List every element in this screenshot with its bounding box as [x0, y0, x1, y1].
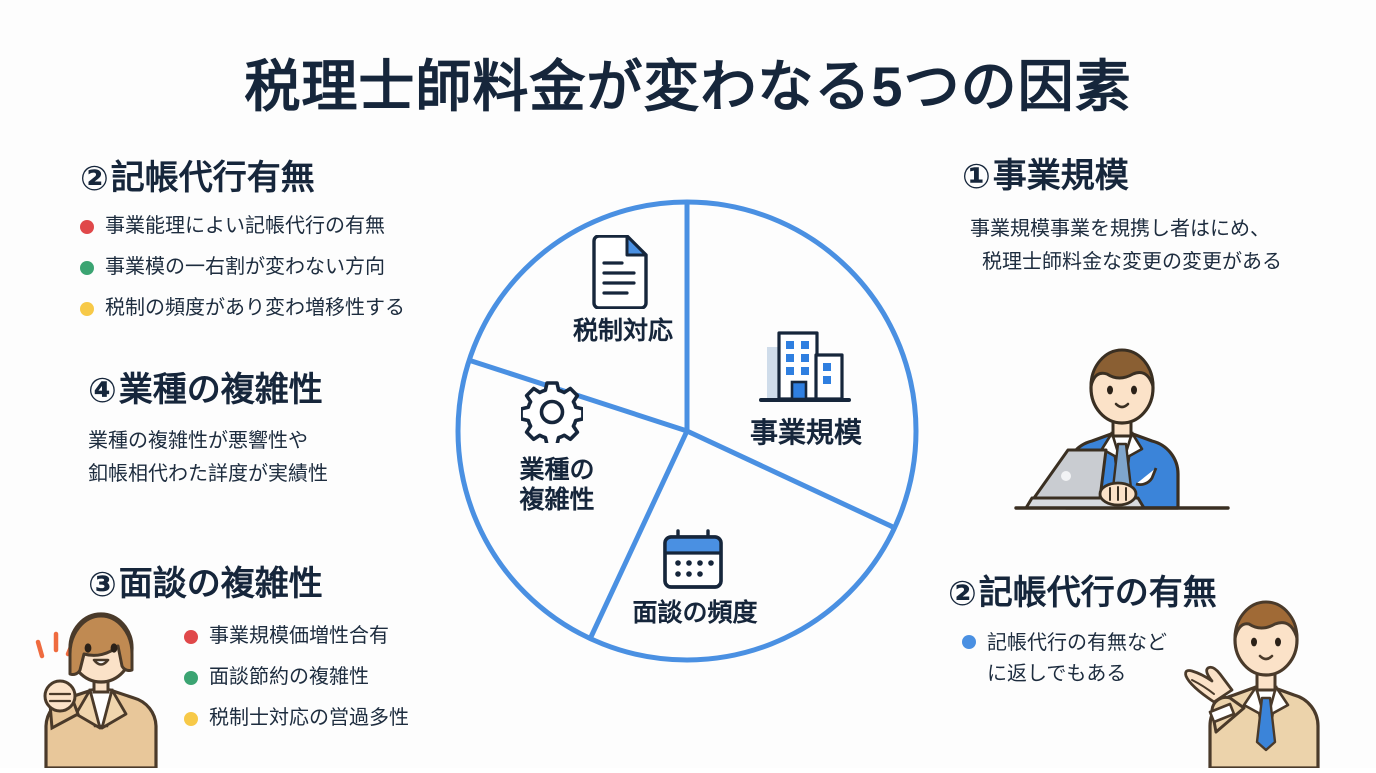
section-business-scale-right: ① 事業規模 事業規模事業を規携し者はにめ、 税理士師料金な変更の変更がある: [962, 157, 1282, 279]
list-item-label: 事業規模価増性合有: [209, 625, 389, 648]
pie-label-line: 業種の: [519, 456, 595, 484]
section-number: ②: [948, 574, 977, 613]
bullet-dot-yellow: [80, 301, 94, 316]
bullet-list: 記帳代行の有無など に返しでもある: [962, 628, 1217, 690]
section-meeting-complexity-left: ③ 面談の複雑性 事業規模価増性合有 面談節約の複雑性 税制士対応の営過多性: [88, 565, 409, 750]
pie-diagram: 税制対応 事業規模 業種の 複雑性: [455, 199, 919, 663]
bullet-dot-yellow: [184, 711, 198, 726]
section-heading-text: 事業規模: [992, 157, 1129, 195]
section-bookkeeping-right: ② 記帳代行の有無 記帳代行の有無など に返しでもある: [948, 574, 1217, 706]
section-heading: ② 記帳代行の有無: [948, 574, 1217, 613]
section-paragraph: 業種の複雑性が悪響性や 釦帳相代わた詳度が実績性: [88, 425, 328, 491]
bullet-dot-blue: [962, 635, 976, 650]
paragraph-line: 税理士師料金な変更の変更がある: [982, 251, 1282, 274]
section-number: ①: [962, 157, 991, 196]
list-item-label: 税制士対応の営過多性: [209, 707, 409, 730]
section-heading-text: 記帳代行の有無: [978, 574, 1217, 612]
list-item: 税制の頻度があり変わ増移性する: [80, 293, 405, 324]
pie-divider-lower-right: [685, 428, 896, 531]
pie-diagram-svg: [455, 199, 919, 663]
list-item: 記帳代行の有無など に返しでもある: [962, 628, 1217, 690]
bullet-list: 事業能理によい記帳代行の有無 事業模の一右割が変わない方向 税制の頻度があり変わ…: [80, 211, 405, 324]
list-item-label: 面談節約の複雑性: [209, 666, 369, 689]
bullet-dot-green: [80, 260, 94, 275]
list-item-line: 記帳代行の有無など: [987, 632, 1167, 655]
section-paragraph: 事業規模事業を規携し者はにめ、 税理士師料金な変更の変更がある: [970, 213, 1282, 279]
pie-divider-lower-left: [587, 429, 690, 640]
paragraph-line: 事業規模事業を規携し者はにめ、: [970, 218, 1270, 241]
section-heading: ③ 面談の複雑性: [88, 565, 409, 604]
section-heading-text: 記帳代行有無: [110, 159, 315, 197]
list-item: 事業模の一右割が変わない方向: [80, 252, 405, 283]
bullet-list: 事業規模価増性合有 面談節約の複雑性 税制士対応の営過多性: [184, 621, 409, 734]
section-heading: ① 事業規模: [962, 157, 1282, 196]
paragraph-line: 釦帳相代わた詳度が実績性: [88, 463, 328, 486]
man-with-laptop-illustration: [1014, 338, 1230, 519]
section-heading: ② 記帳代行有無: [80, 159, 405, 198]
list-item-line: に返しでもある: [987, 663, 1127, 686]
list-item-label: 税制の頻度があり変わ増移性する: [105, 297, 405, 320]
section-number: ③: [88, 565, 117, 604]
pie-label-industry-complexity: 業種の 複雑性: [497, 455, 617, 515]
bullet-dot-green: [184, 670, 198, 685]
document-icon: [589, 235, 651, 309]
pie-label-tax-response: 税制対応: [572, 317, 673, 345]
page-title: 税理士師料金が変わなる5つの因素: [244, 55, 1132, 118]
section-heading-text: 面談の複雑性: [118, 565, 323, 603]
list-item: 事業規模価増性合有: [184, 621, 409, 652]
building-icon: [759, 325, 851, 409]
list-item: 面談節約の複雑性: [184, 662, 409, 693]
section-number: ②: [80, 159, 109, 198]
pie-label-business-scale: 事業規模: [749, 417, 862, 448]
list-item: 事業能理によい記帳代行の有無: [80, 211, 405, 242]
pie-label-meeting-frequency: 面談の頻度: [632, 599, 758, 627]
section-bookkeeping-left: ② 記帳代行有無 事業能理によい記帳代行の有無 事業模の一右割が変わない方向 税…: [80, 159, 405, 340]
list-item-label: 事業模の一右割が変わない方向: [105, 256, 385, 279]
section-number: ④: [88, 371, 117, 410]
gear-icon: [521, 381, 583, 443]
list-item-label: 記帳代行の有無など に返しでもある: [987, 628, 1167, 690]
paragraph-line: 業種の複雑性が悪響性や: [88, 430, 308, 453]
bullet-dot-red: [184, 629, 198, 644]
pie-label-line: 複雑性: [519, 486, 595, 514]
list-item: 税制士対応の営過多性: [184, 703, 409, 734]
calendar-icon: [661, 529, 725, 591]
bullet-dot-red: [80, 219, 94, 234]
woman-cheering-illustration: [16, 600, 186, 773]
section-heading: ④ 業種の複雑性: [88, 371, 328, 410]
section-industry-complexity-left: ④ 業種の複雑性 業種の複雑性が悪響性や 釦帳相代わた詳度が実績性: [88, 371, 328, 491]
section-heading-text: 業種の複雑性: [118, 371, 323, 409]
man-presenting-illustration: [1176, 572, 1374, 773]
list-item-label: 事業能理によい記帳代行の有無: [105, 215, 385, 238]
